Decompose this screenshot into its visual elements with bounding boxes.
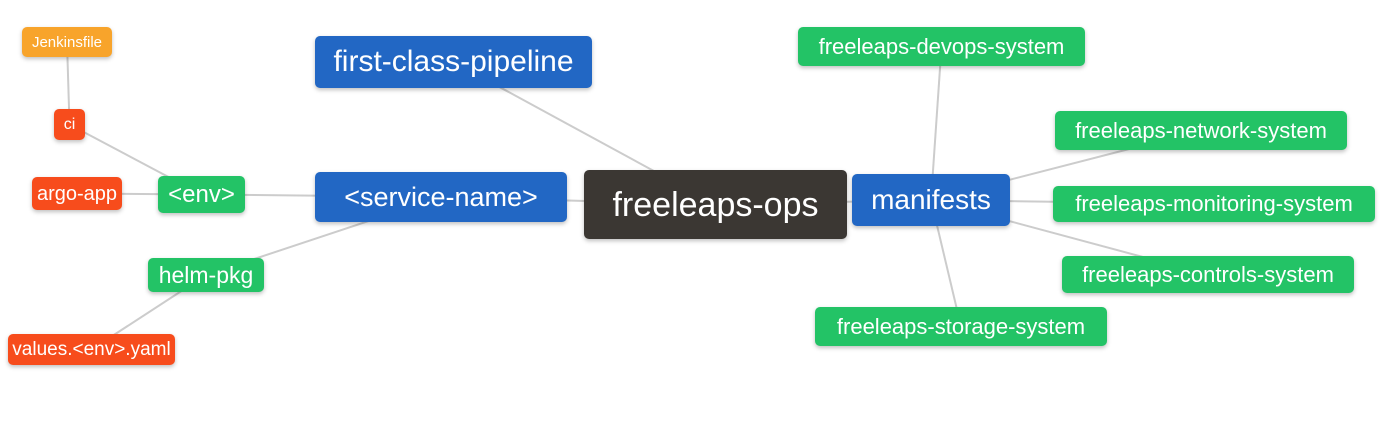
node-argo-app[interactable]: argo-app [32,177,122,210]
node-env[interactable]: <env> [158,176,245,213]
node-devops-system[interactable]: freeleaps-devops-system [798,27,1085,66]
node-service-name[interactable]: <service-name> [315,172,567,222]
node-freeleaps-ops[interactable]: freeleaps-ops [584,170,847,239]
node-manifests[interactable]: manifests [852,174,1010,226]
node-values-env-yaml[interactable]: values.<env>.yaml [8,334,175,365]
node-network-system[interactable]: freeleaps-network-system [1055,111,1347,150]
node-monitoring-system[interactable]: freeleaps-monitoring-system [1053,186,1375,222]
node-controls-system[interactable]: freeleaps-controls-system [1062,256,1354,293]
node-first-class-pipeline[interactable]: first-class-pipeline [315,36,592,88]
node-storage-system[interactable]: freeleaps-storage-system [815,307,1107,346]
node-ci[interactable]: ci [54,109,85,140]
node-helm-pkg[interactable]: helm-pkg [148,258,264,292]
node-jenkinsfile[interactable]: Jenkinsfile [22,27,112,57]
